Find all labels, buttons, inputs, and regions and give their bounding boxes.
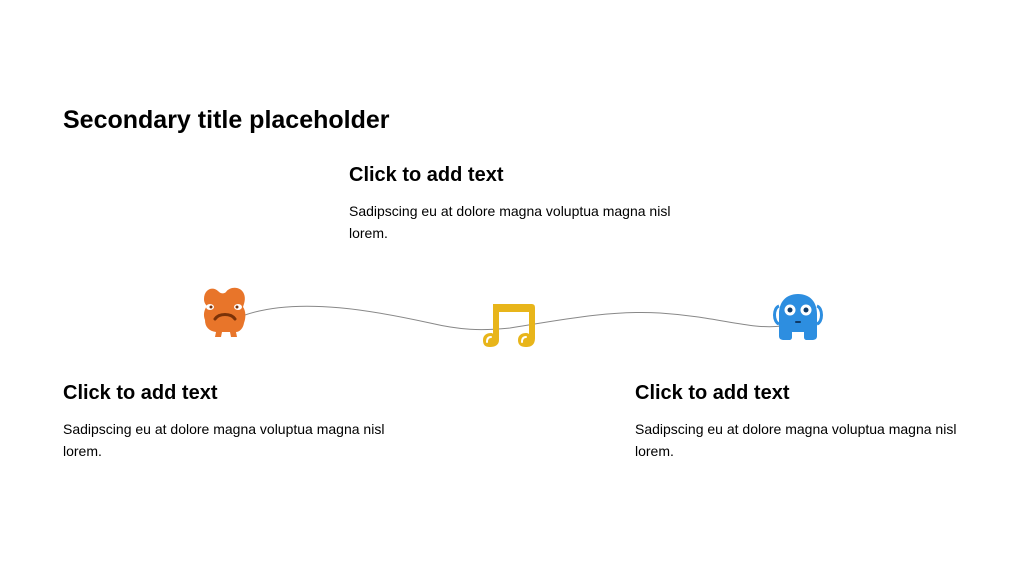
text-block-right[interactable]: Click to add text Sadipscing eu at dolor… bbox=[635, 380, 975, 462]
block-body[interactable]: Sadipscing eu at dolore magna voluptua m… bbox=[349, 203, 671, 241]
block-body[interactable]: Sadipscing eu at dolore magna voluptua m… bbox=[63, 421, 385, 459]
blue-monster-icon bbox=[773, 294, 823, 340]
block-heading[interactable]: Click to add text bbox=[635, 382, 790, 404]
block-heading[interactable]: Click to add text bbox=[63, 382, 218, 404]
block-body[interactable]: Sadipscing eu at dolore magna voluptua m… bbox=[635, 421, 957, 459]
music-note-icon bbox=[483, 304, 535, 347]
orange-monster-icon bbox=[203, 287, 246, 337]
text-block-top[interactable]: Click to add text Sadipscing eu at dolor… bbox=[349, 162, 689, 244]
slide-title: Secondary title placeholder bbox=[63, 106, 390, 134]
block-heading[interactable]: Click to add text bbox=[349, 164, 504, 186]
text-block-left[interactable]: Click to add text Sadipscing eu at dolor… bbox=[63, 380, 403, 462]
connector-line bbox=[244, 305, 783, 331]
